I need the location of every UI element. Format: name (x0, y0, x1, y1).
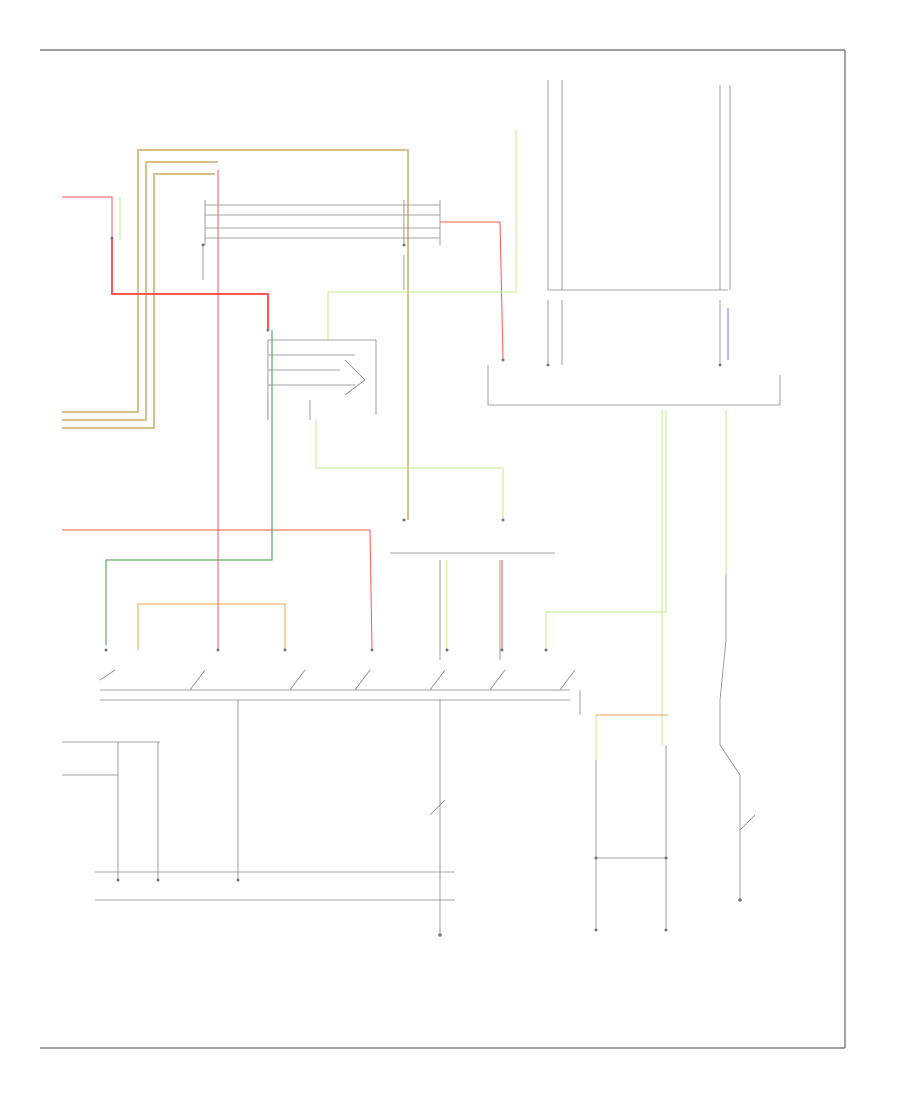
switch-symbols (99, 669, 756, 831)
wire-orange (137, 603, 668, 716)
page-border (40, 49, 846, 1049)
wire-tan (62, 149, 409, 520)
wire-gray (62, 80, 781, 935)
wire-green (105, 130, 727, 760)
connector-pins (104, 236, 742, 937)
wire-red (62, 170, 504, 651)
